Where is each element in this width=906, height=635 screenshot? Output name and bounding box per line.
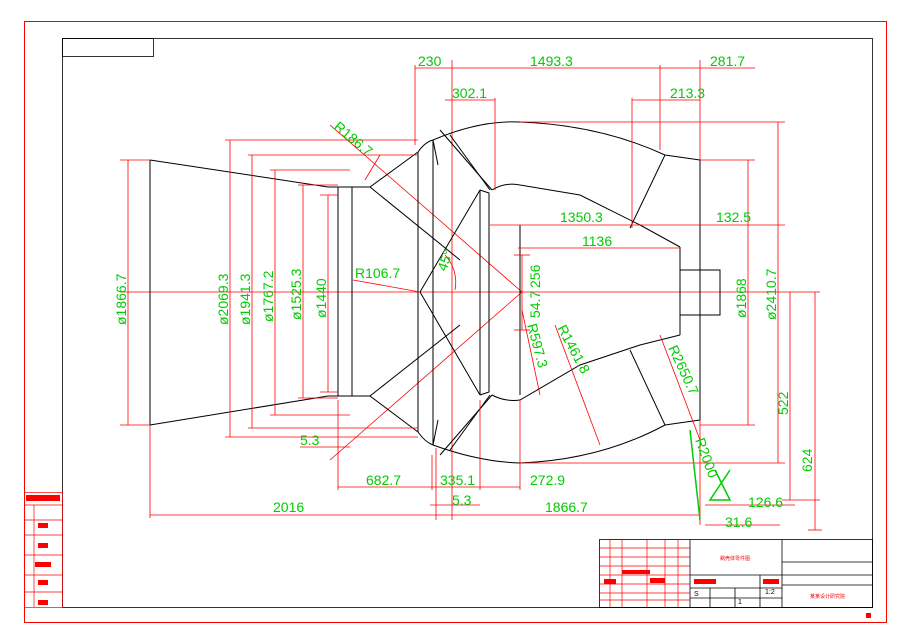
dim-r186: R186.7 bbox=[331, 118, 376, 159]
dim-dia1868: ø1868 bbox=[733, 278, 749, 318]
dim-45: 45° bbox=[434, 248, 456, 273]
dim-r597: R597.3 bbox=[524, 322, 551, 370]
dim-dia1525: ø1525.3 bbox=[288, 268, 304, 320]
dim-624: 624 bbox=[799, 448, 815, 472]
dim-1136: 1136 bbox=[582, 233, 612, 249]
title-block: 蜗壳体零件图 某某设计研究院 1:2 1 S bbox=[599, 539, 873, 618]
dimension-texts: 230 1493.3 281.7 302.1 213.3 1350.3 132.… bbox=[113, 53, 815, 530]
outer-frame bbox=[24, 21, 887, 623]
drawing-title: 蜗壳体零件图 bbox=[720, 555, 750, 562]
dim-dia1941: ø1941.3 bbox=[237, 273, 253, 325]
dim-dia1767: ø1767.2 bbox=[260, 270, 276, 322]
part-geometry bbox=[149, 121, 721, 464]
corner-tag-box bbox=[62, 38, 154, 57]
dim-272: 272.9 bbox=[530, 472, 565, 488]
dim-r2650: R2650.7 bbox=[665, 343, 702, 398]
centerlines bbox=[120, 60, 820, 525]
dim-213: 213.3 bbox=[670, 85, 705, 101]
dim-dia1866-left: ø1866.7 bbox=[113, 273, 129, 325]
dim-335: 335.1 bbox=[440, 472, 475, 488]
dim-r2000: R2000 bbox=[692, 436, 721, 480]
dim-54: 54.7 bbox=[527, 291, 543, 318]
dim-5-3-bottom: 5.3 bbox=[452, 492, 472, 508]
weld-leader bbox=[689, 429, 732, 521]
scale-value: 1:2 bbox=[765, 589, 775, 596]
dim-5-3-left: 5.3 bbox=[300, 432, 320, 448]
dim-230: 230 bbox=[418, 53, 442, 69]
dim-dia2069: ø2069.3 bbox=[215, 273, 231, 325]
inner-frame bbox=[62, 38, 873, 608]
dim-302: 302.1 bbox=[452, 85, 487, 101]
dim-31: 31.6 bbox=[725, 514, 752, 530]
dim-1350: 1350.3 bbox=[560, 209, 603, 225]
dim-1493: 1493.3 bbox=[530, 53, 573, 69]
dim-682: 682.7 bbox=[366, 472, 401, 488]
dim-1866-bottom: 1866.7 bbox=[545, 499, 588, 515]
company-name: 某某设计研究院 bbox=[810, 593, 845, 600]
sheet-letter: S bbox=[694, 591, 699, 598]
left-tag-column bbox=[24, 492, 63, 608]
dim-dia1440: ø1440 bbox=[313, 278, 329, 318]
dim-522: 522 bbox=[775, 391, 791, 415]
angle-arc bbox=[444, 254, 457, 291]
dim-256: 256 bbox=[527, 264, 543, 288]
dim-132: 132.5 bbox=[716, 209, 751, 225]
dim-126: 126.6 bbox=[748, 494, 783, 510]
dim-r106: R106.7 bbox=[355, 265, 400, 281]
sheet-number: 1 bbox=[738, 599, 742, 606]
dimension-lines bbox=[120, 65, 822, 531]
dim-dia2410: ø2410.7 bbox=[763, 268, 779, 320]
dim-281: 281.7 bbox=[710, 53, 745, 69]
dim-2016: 2016 bbox=[273, 499, 304, 515]
